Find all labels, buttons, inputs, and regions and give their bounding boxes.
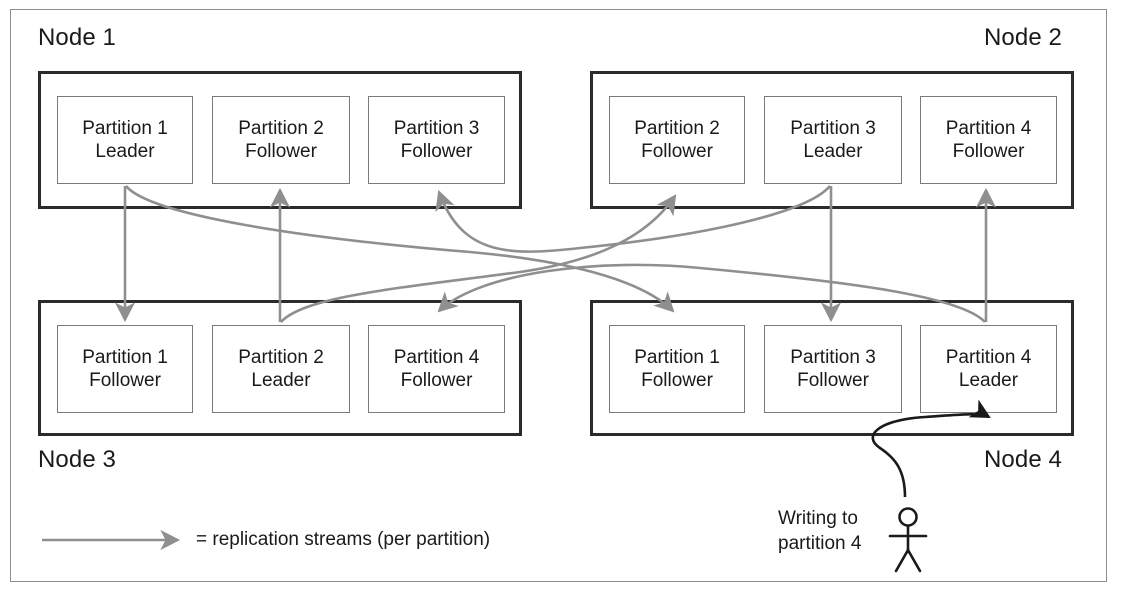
partition-box-node4-p4[interactable]: Partition 4 Leader xyxy=(920,325,1057,413)
partition-name: Partition 1 xyxy=(82,117,168,139)
partition-box-node3-p2[interactable]: Partition 2 Leader xyxy=(212,325,350,413)
partition-box-node1-p1[interactable]: Partition 1 Leader xyxy=(57,96,193,184)
partition-role: Follower xyxy=(952,141,1025,162)
partition-box-node2-p3[interactable]: Partition 3 Leader xyxy=(764,96,902,184)
node-label-node-2: Node 2 xyxy=(984,24,1062,51)
legend-label: = replication streams (per partition) xyxy=(196,529,491,550)
partition-name: Partition 3 xyxy=(393,117,480,139)
partition-name: Partition 2 xyxy=(238,117,324,139)
partition-box-node3-p4[interactable]: Partition 4 Follower xyxy=(368,325,505,413)
partition-role: Follower xyxy=(89,370,161,391)
partition-role: Follower xyxy=(400,370,473,391)
node-label-node-3: Node 3 xyxy=(38,446,116,473)
partition-name: Partition 4 xyxy=(945,117,1032,139)
client-annotation-line1: Writing to xyxy=(778,508,858,529)
partition-name: Partition 1 xyxy=(634,346,720,368)
partition-box-node2-p2[interactable]: Partition 2 Follower xyxy=(609,96,745,184)
partition-box-node3-p1[interactable]: Partition 1 Follower xyxy=(57,325,193,413)
node-label-node-1: Node 1 xyxy=(38,24,116,51)
partition-role: Leader xyxy=(95,141,155,162)
partition-role: Follower xyxy=(641,370,713,391)
partition-role: Leader xyxy=(958,370,1019,391)
partition-role: Leader xyxy=(803,141,863,162)
partition-box-node1-p2[interactable]: Partition 2 Follower xyxy=(212,96,350,184)
partition-role: Leader xyxy=(251,370,311,391)
node-label-node-4: Node 4 xyxy=(984,446,1062,473)
partition-name: Partition 4 xyxy=(393,346,480,368)
partition-role: Follower xyxy=(245,141,317,162)
partition-name: Partition 3 xyxy=(790,117,876,139)
partition-box-node4-p3[interactable]: Partition 3 Follower xyxy=(764,325,902,413)
partition-box-node1-p3[interactable]: Partition 3 Follower xyxy=(368,96,505,184)
partition-role: Follower xyxy=(641,141,713,162)
partition-name: Partition 2 xyxy=(238,346,324,368)
client-annotation: Writing to partition 4 xyxy=(778,507,861,556)
partition-role: Follower xyxy=(400,141,473,162)
partition-role: Follower xyxy=(797,370,869,391)
partition-name: Partition 3 xyxy=(790,346,876,368)
client-annotation-line2: partition 4 xyxy=(778,532,862,554)
partition-name: Partition 4 xyxy=(945,346,1032,368)
partition-box-node4-p1[interactable]: Partition 1 Follower xyxy=(609,325,745,413)
partition-box-node2-p4[interactable]: Partition 4 Follower xyxy=(920,96,1057,184)
partition-name: Partition 1 xyxy=(82,346,168,368)
partition-name: Partition 2 xyxy=(634,117,720,139)
legend: = replication streams (per partition) xyxy=(196,529,490,551)
